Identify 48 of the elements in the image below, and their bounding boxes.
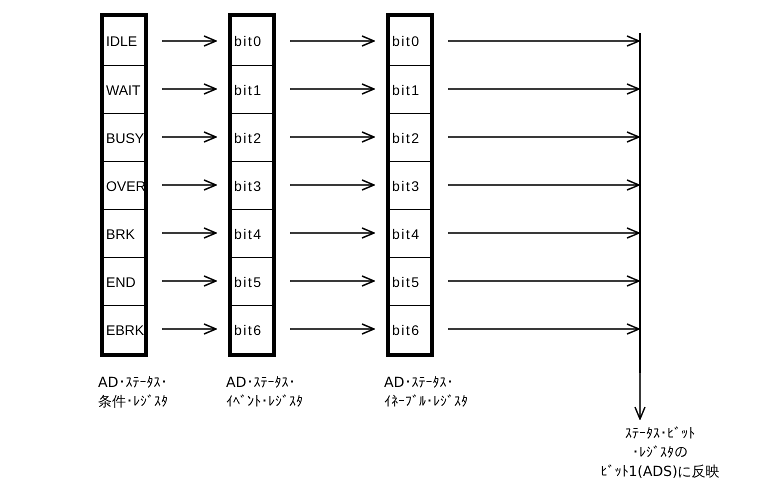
arrow: [162, 35, 217, 47]
arrow: [290, 227, 375, 239]
collector-line: [639, 33, 641, 373]
arrow: [162, 323, 217, 335]
register-cell: WAIT: [104, 65, 144, 113]
arrow: [290, 179, 375, 191]
register-cell: bit1: [232, 65, 272, 113]
arrow: [162, 275, 217, 287]
arrow: [162, 131, 217, 143]
register-cell: bit0: [232, 17, 272, 65]
register-cell: bit2: [390, 113, 430, 161]
arrow: [448, 179, 640, 191]
arrow: [448, 35, 640, 47]
register-cell: EBRK: [104, 305, 144, 353]
register-cell: END: [104, 257, 144, 305]
arrow: [448, 323, 640, 335]
arrow: [448, 275, 640, 287]
arrow: [290, 323, 375, 335]
arrow: [448, 131, 640, 143]
arrow: [634, 373, 646, 420]
arrow: [290, 35, 375, 47]
arrow: [448, 227, 640, 239]
arrow: [290, 275, 375, 287]
register-cell: BUSY: [104, 113, 144, 161]
register-cell: bit6: [390, 305, 430, 353]
register-cell: bit3: [232, 161, 272, 209]
register-cell: bit2: [232, 113, 272, 161]
register-caption: AD･ｽﾃｰﾀｽ･ｲﾍﾞﾝﾄ･ﾚｼﾞｽﾀ: [226, 374, 304, 412]
note-text: ｽﾃｰﾀｽ･ﾋﾞｯﾄ･ﾚｼﾞｽﾀのﾋﾞｯﾄ1(ADS)に反映: [560, 425, 760, 482]
register-cell: bit3: [390, 161, 430, 209]
register-cell: bit6: [232, 305, 272, 353]
register-caption: AD･ｽﾃｰﾀｽ･条件･ﾚｼﾞｽﾀ: [98, 374, 169, 412]
arrow: [162, 179, 217, 191]
register-cell: bit5: [232, 257, 272, 305]
arrow: [290, 83, 375, 95]
register-cell: bit5: [390, 257, 430, 305]
register-cell: IDLE: [104, 17, 144, 65]
register-cell: BRK: [104, 209, 144, 257]
register-cell: bit4: [232, 209, 272, 257]
arrow: [162, 83, 217, 95]
register-cell: bit0: [390, 17, 430, 65]
arrow: [162, 227, 217, 239]
arrow: [290, 131, 375, 143]
arrow: [448, 83, 640, 95]
register-cell: bit4: [390, 209, 430, 257]
register-cell: bit1: [390, 65, 430, 113]
register-caption: AD･ｽﾃｰﾀｽ･ｲﾈｰﾌﾞﾙ･ﾚｼﾞｽﾀ: [384, 374, 469, 412]
register-cell: OVER: [104, 161, 144, 209]
